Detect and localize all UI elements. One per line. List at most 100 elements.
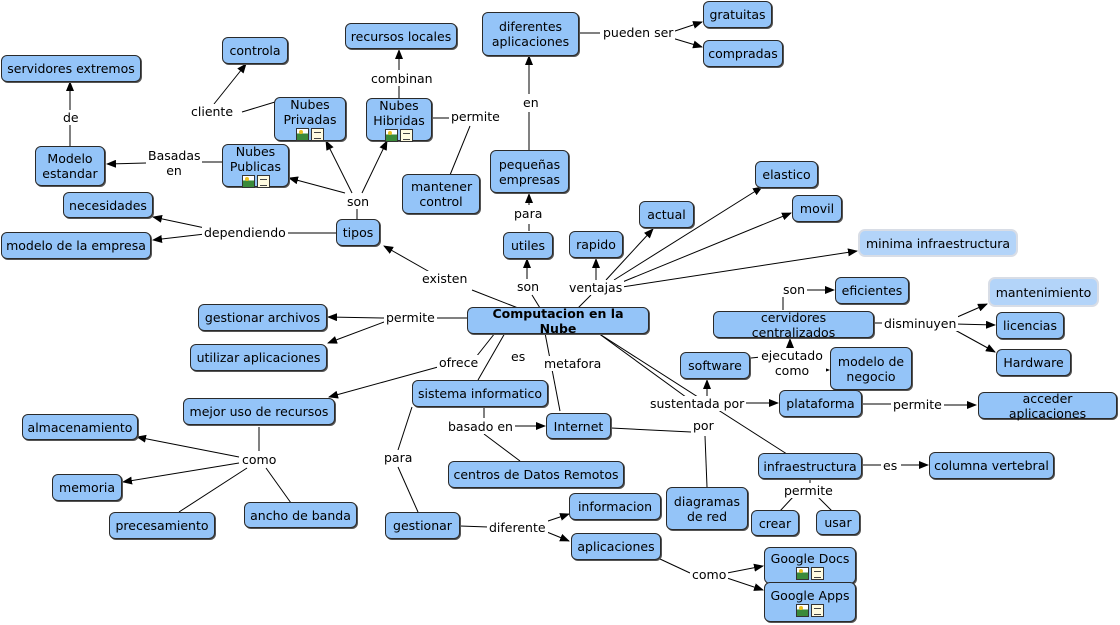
concept-compradas[interactable]: compradas	[703, 40, 783, 67]
document-icon[interactable]	[311, 128, 324, 141]
link-label-como-recursos: como	[240, 452, 279, 467]
concept-hardware[interactable]: Hardware	[996, 349, 1071, 376]
concept-label: cervidores centralizados	[751, 309, 836, 340]
concept-label: licencias	[1003, 318, 1057, 333]
link-label-para-utiles: para	[512, 206, 545, 221]
concept-nubes-publicas[interactable]: Nubes Publicas	[222, 144, 289, 188]
concept-nubes-hibridas[interactable]: Nubes Hibridas	[366, 98, 432, 142]
concept-google-docs[interactable]: Google Docs	[764, 547, 856, 584]
link-label-en: en	[521, 95, 541, 110]
concept-actual[interactable]: actual	[639, 201, 694, 228]
concept-controla[interactable]: controla	[222, 37, 288, 64]
link-label-sustentada-por: sustentada por	[648, 396, 747, 411]
image-icon[interactable]	[296, 128, 309, 141]
document-icon[interactable]	[400, 128, 413, 142]
concept-label: mejor uso de recursos	[189, 404, 329, 419]
concept-mejor-uso-recursos[interactable]: mejor uso de recursos	[183, 398, 335, 425]
concept-eficientes[interactable]: eficientes	[835, 277, 909, 304]
concept-label: mantenimiento	[995, 284, 1092, 300]
concept-label: precesamiento	[115, 518, 209, 533]
concept-label: gestionar archivos	[204, 310, 321, 325]
link-label-permite-infraestructura: permite	[782, 483, 835, 498]
link-label-dependiendo: dependiendo	[202, 225, 288, 240]
link-label-son-utiles: son	[515, 279, 542, 294]
concept-label: utilizar aplicaciones	[196, 350, 321, 365]
concept-diagramas-red[interactable]: diagramas de red	[666, 487, 748, 530]
concept-label: infraestructura	[763, 458, 857, 474]
concept-sistema-informatico[interactable]: sistema informatico	[412, 380, 548, 407]
link-label-de: de	[61, 110, 81, 125]
concept-minima-infraestructura[interactable]: minima infraestructura	[858, 229, 1018, 257]
concept-servidores-extremos[interactable]: servidores extremos	[1, 55, 141, 82]
concept-modelo-negocio[interactable]: modelo de negocio	[830, 347, 912, 390]
link-label-existen: existen	[420, 271, 470, 286]
link-label-basado-en: basado en	[446, 419, 515, 434]
concept-memoria[interactable]: memoria	[52, 474, 122, 501]
link-label-diferente: diferente	[487, 520, 548, 535]
concept-label: software	[688, 358, 742, 373]
concept-aplicaciones[interactable]: aplicaciones	[571, 533, 661, 560]
link-label-como-google: como	[690, 567, 729, 582]
concept-internet[interactable]: Internet	[546, 413, 611, 439]
concept-cervidores-centralizados[interactable]: cervidores centralizados	[713, 309, 874, 340]
concept-diferentes-aplicaciones[interactable]: diferentes aplicaciones	[482, 12, 579, 56]
concept-gestionar[interactable]: gestionar	[385, 512, 460, 539]
concept-modelo-empresa[interactable]: modelo de la empresa	[1, 232, 151, 259]
concept-mantener-control[interactable]: mantener control	[402, 174, 480, 214]
document-icon[interactable]	[811, 567, 824, 580]
image-icon[interactable]	[385, 128, 398, 142]
concept-rapido[interactable]: rapido	[569, 231, 623, 258]
concept-almacenamiento[interactable]: almacenamiento	[22, 414, 138, 440]
concept-label: Nubes Privadas	[283, 97, 337, 127]
concept-google-apps[interactable]: Google Apps	[764, 582, 856, 622]
concept-infraestructura[interactable]: infraestructura	[758, 453, 862, 479]
concept-label: aplicaciones	[577, 539, 655, 554]
concept-procesamiento[interactable]: precesamiento	[109, 512, 215, 539]
concept-modelo-estandar[interactable]: Modelo estandar	[35, 146, 105, 186]
concept-crear[interactable]: crear	[751, 510, 799, 536]
concept-software[interactable]: software	[680, 352, 750, 379]
image-icon[interactable]	[241, 174, 255, 188]
concept-acceder-aplicaciones[interactable]: acceder aplicaciones	[978, 391, 1117, 421]
concept-label: Google Apps	[770, 587, 850, 603]
concept-plataforma[interactable]: plataforma	[779, 390, 862, 417]
concept-label: informacion	[577, 499, 653, 514]
concept-utilizar-aplicaciones[interactable]: utilizar aplicaciones	[190, 344, 327, 371]
concept-computacion-en-la-nube[interactable]: Computacion en la Nube	[467, 306, 649, 336]
concept-pequenas-empresas[interactable]: pequeñas empresas	[490, 150, 569, 193]
concept-movil[interactable]: movil	[792, 195, 842, 222]
concept-elastico[interactable]: elastico	[755, 161, 818, 188]
concept-tipos[interactable]: tipos	[336, 219, 380, 246]
concept-label: sistema informatico	[418, 386, 542, 401]
concept-label: pequeñas empresas	[498, 156, 561, 187]
link-label-por: por	[691, 418, 716, 433]
link-label-para-gestionar: para	[382, 450, 415, 465]
concept-nubes-privadas[interactable]: Nubes Privadas	[274, 97, 346, 141]
concept-label: mantener control	[411, 179, 473, 209]
concept-columna-vertebral[interactable]: columna vertebral	[929, 452, 1054, 479]
concept-label: controla	[229, 43, 281, 58]
concept-necesidades[interactable]: necesidades	[63, 192, 153, 218]
document-icon[interactable]	[256, 174, 270, 188]
concept-recursos-locales[interactable]: recursos locales	[345, 23, 457, 49]
concept-ancho-banda[interactable]: ancho de banda	[244, 502, 357, 528]
image-icon[interactable]	[796, 567, 809, 580]
link-label-ejecutado-como: ejecutado como	[758, 348, 826, 378]
image-icon[interactable]	[796, 603, 809, 617]
concept-label: centros de Datos Remotos	[453, 467, 619, 482]
document-icon[interactable]	[811, 603, 824, 617]
concept-usar[interactable]: usar	[816, 510, 860, 535]
concept-gratuitas[interactable]: gratuitas	[703, 1, 772, 28]
concept-licencias[interactable]: licencias	[996, 312, 1064, 339]
concept-label: rapido	[576, 237, 616, 252]
concept-gestionar-archivos[interactable]: gestionar archivos	[198, 304, 327, 331]
concept-utiles[interactable]: utiles	[503, 232, 553, 259]
concept-mantenimiento[interactable]: mantenimiento	[988, 277, 1099, 307]
concept-informacion[interactable]: informacion	[569, 493, 661, 520]
link-label-metafora: metafora	[542, 356, 604, 371]
concept-centros-datos-remotos[interactable]: centros de Datos Remotos	[448, 461, 624, 488]
link-label-ofrece: ofrece	[437, 355, 481, 370]
concept-label: gestionar	[393, 518, 452, 533]
concept-label: diferentes aplicaciones	[491, 19, 570, 49]
